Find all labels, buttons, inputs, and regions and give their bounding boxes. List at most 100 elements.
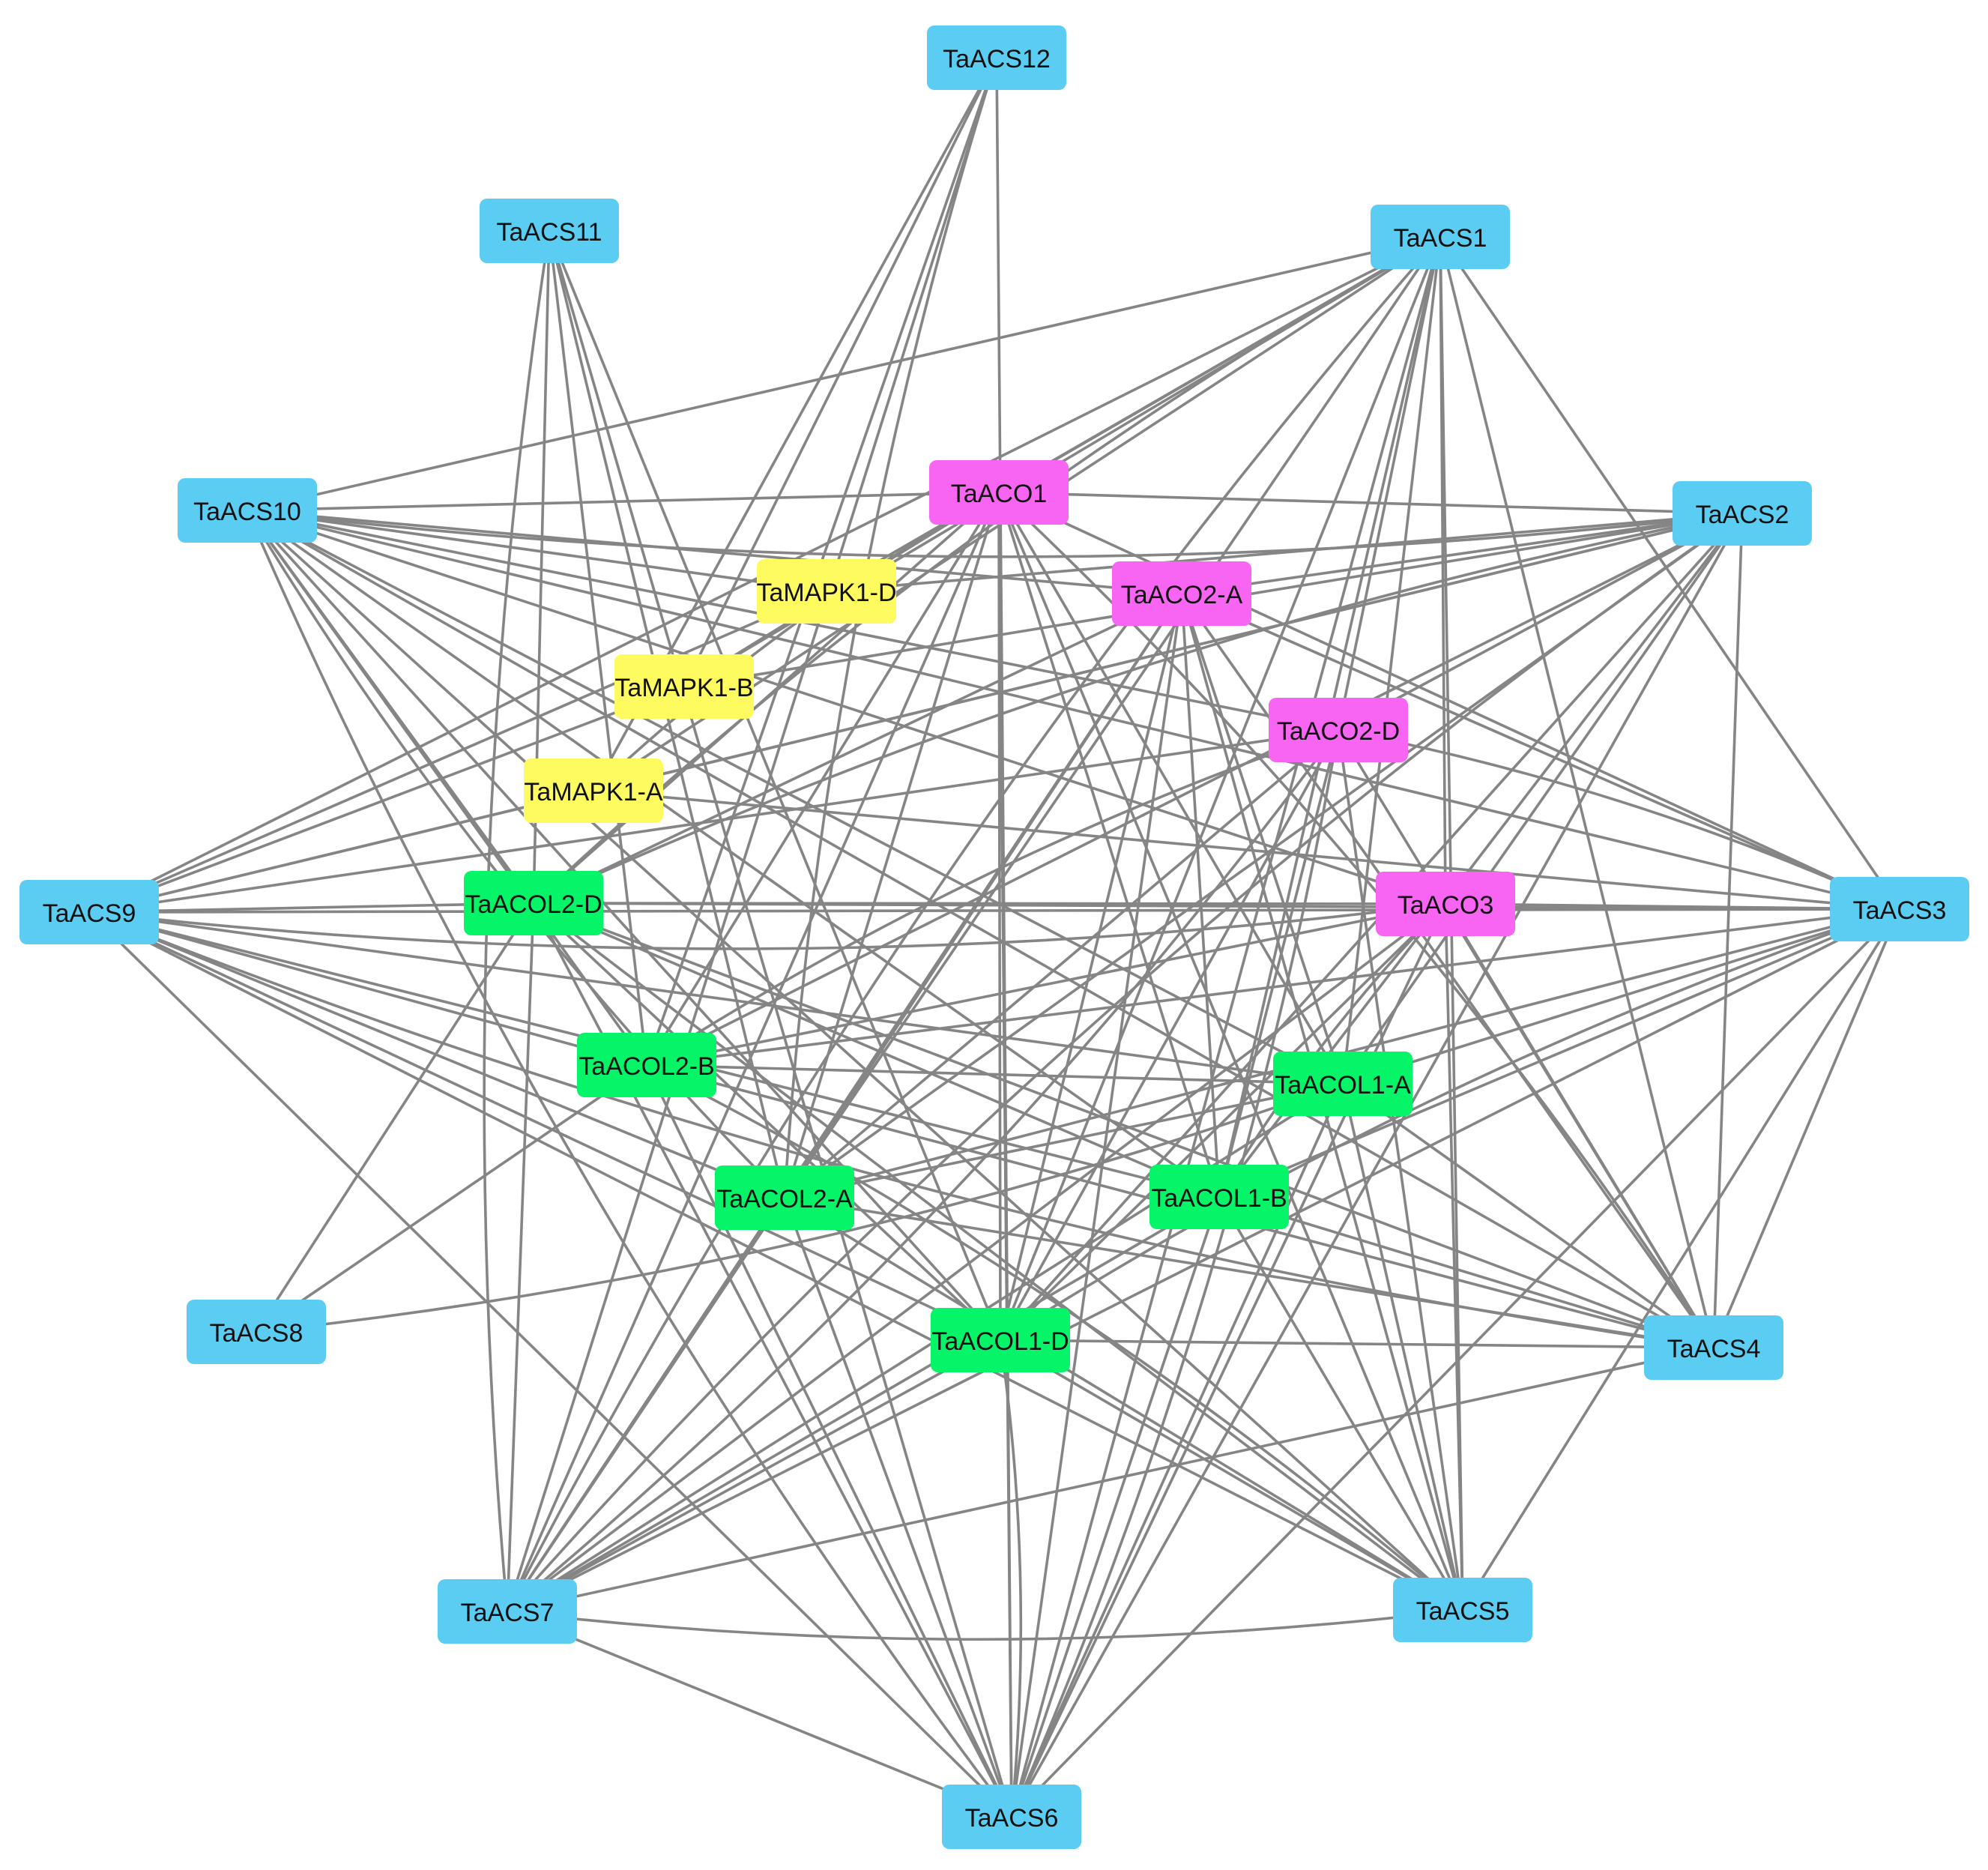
node-taacs12[interactable]: TaACS12 (927, 25, 1066, 90)
edge-taacs9-taacs5 (88, 911, 1463, 1611)
edge-taacs2-taacs7 (506, 512, 1744, 1613)
node-label-taacol1-b: TaACOL1-B (1151, 1184, 1287, 1213)
edge-taacs9-taacol1-a (88, 911, 1344, 1085)
edge-taacs3-taaco2-a (1181, 592, 1900, 911)
edge-taacs6-taacol1-d (999, 1339, 1023, 1818)
edge-taaco2-a-taacol2-d (533, 592, 1182, 905)
node-label-taaco3: TaACO3 (1398, 891, 1494, 920)
edge-taacs5-taaco3 (1444, 903, 1464, 1611)
edge-taacs5-taacol1-a (1341, 1083, 1464, 1611)
edge-taaco1-taacol2-a (783, 492, 1000, 1198)
edge-taaco3-taacol2-d (533, 902, 1446, 905)
node-box-taacs12 (927, 25, 1066, 90)
node-taacol2-a[interactable]: TaACOL2-A (715, 1165, 854, 1230)
edge-taacs6-taacol2-a (783, 1197, 1013, 1818)
node-tamapk1-b[interactable]: TaMAPK1-B (614, 654, 754, 719)
node-taacs8[interactable]: TaACS8 (187, 1300, 326, 1364)
node-taacol2-b[interactable]: TaACOL2-B (577, 1033, 716, 1097)
node-taacs3[interactable]: TaACS3 (1830, 877, 1969, 941)
edge-taacs3-taacol1-d (1000, 908, 1900, 1342)
edge-taacs3-taacol1-a (1342, 908, 1900, 1085)
edge-taacol2-d-taacol1-b (533, 902, 1220, 1198)
edge-taacs1-taacs7 (506, 235, 1442, 1612)
edge-taacs5-taaco2-d (1337, 729, 1464, 1611)
node-label-taacol2-a: TaACOL2-A (716, 1185, 853, 1213)
edge-taaco3-taacol2-b (646, 902, 1446, 1067)
node-tamapk1-d[interactable]: TaMAPK1-D (756, 559, 897, 624)
edge-taacs1-taacs3 (1439, 235, 1901, 911)
edge-taacs3-taacs4 (1712, 908, 1901, 1348)
node-taaco3[interactable]: TaACO3 (1376, 872, 1515, 936)
node-box-taacs8 (187, 1300, 326, 1364)
edge-taacs1-taacs6 (1010, 236, 1442, 1818)
node-box-taacs4 (1644, 1315, 1783, 1380)
edge-taacs7-taaco3 (506, 902, 1447, 1613)
node-taacs5[interactable]: TaACS5 (1393, 1578, 1532, 1642)
node-box-taacs3 (1830, 877, 1969, 941)
node-taacs2[interactable]: TaACS2 (1673, 481, 1812, 546)
edge-taacs7-taaco1 (506, 492, 1000, 1612)
node-box-taacs1 (1371, 205, 1510, 269)
node-taacs1[interactable]: TaACS1 (1371, 205, 1510, 269)
node-taacol1-b[interactable]: TaACOL1-B (1149, 1165, 1289, 1229)
edge-taaco1-taacol2-b (645, 492, 1000, 1066)
edge-taacs2-taaco2-a (1181, 512, 1743, 595)
edge-taacol2-d-taacol1-d (532, 902, 1002, 1342)
edge-taacs3-taacs7 (507, 908, 1900, 1613)
node-label-taacs7: TaACS7 (461, 1599, 555, 1627)
edge-taacs12-tamapk1-b (683, 57, 998, 687)
edge-taacs10-taacol1-d (246, 509, 1002, 1342)
edge-taacs10-taaco3 (247, 509, 1446, 905)
edge-taacs2-taacol1-a (1341, 512, 1744, 1085)
node-label-taacs5: TaACS5 (1416, 1597, 1510, 1626)
node-taaco2-d[interactable]: TaACO2-D (1269, 698, 1408, 762)
node-taacs6[interactable]: TaACS6 (942, 1785, 1081, 1849)
node-taacs7[interactable]: TaACS7 (438, 1579, 577, 1644)
edge-taacs1-taacol1-d (999, 236, 1442, 1341)
edge-taaco2-d-taacol1-d (999, 729, 1340, 1341)
edge-taacs6-taacol2-b (645, 1064, 1013, 1818)
edge-taacs3-taaco2-d (1338, 729, 1900, 911)
edge-taaco3-taacol1-b (1218, 902, 1447, 1198)
edge-taacs2-tamapk1-d (826, 512, 1743, 593)
edge-taacs2-taacol1-d (999, 512, 1744, 1342)
edge-taacs4-taacol1-a (1341, 1082, 1715, 1349)
edge-taacs7-taacol2-a (506, 1196, 786, 1613)
node-label-tamapk1-a: TaMAPK1-A (524, 778, 662, 806)
edge-taacs2-taacs6 (1010, 513, 1744, 1818)
edge-taacs10-taacs4 (247, 509, 1714, 1349)
node-tamapk1-a[interactable]: TaMAPK1-A (524, 758, 663, 823)
node-label-taacs10: TaACS10 (193, 498, 301, 526)
node-taacol1-a[interactable]: TaACOL1-A (1273, 1052, 1413, 1116)
node-box-taaco1 (929, 460, 1069, 525)
edge-taacs5-taaco1 (997, 492, 1464, 1611)
node-label-taacs2: TaACS2 (1696, 501, 1789, 529)
node-taacs10[interactable]: TaACS10 (178, 478, 317, 543)
edge-taacs9-tamapk1-a (88, 789, 594, 914)
edge-taacs2-taaco2-d (1338, 512, 1743, 732)
node-label-taacs11: TaACS11 (496, 218, 602, 247)
node-label-taaco1: TaACO1 (951, 480, 1048, 508)
node-taacol2-d[interactable]: TaACOL2-D (464, 871, 603, 935)
node-box-taaco2-a (1112, 561, 1251, 626)
edge-taacs8-taacol2-b (255, 1064, 648, 1333)
node-taaco1[interactable]: TaACO1 (929, 460, 1069, 525)
edge-taacs10-taacol1-b (246, 509, 1221, 1198)
node-taaco2-a[interactable]: TaACO2-A (1112, 561, 1251, 626)
node-taacol1-d[interactable]: TaACOL1-D (931, 1308, 1070, 1372)
node-taacs4[interactable]: TaACS4 (1644, 1315, 1783, 1380)
node-box-taacol1-d (931, 1308, 1070, 1372)
node-box-taacs6 (942, 1785, 1081, 1849)
node-taacs9[interactable]: TaACS9 (19, 880, 159, 944)
edge-taacol2-a-taacol1-a (784, 1082, 1344, 1199)
edge-taacs7-taaco2-d (506, 729, 1340, 1613)
node-box-tamapk1-d (757, 559, 896, 624)
edge-taacs4-taacs7 (507, 1346, 1714, 1613)
node-box-taacol2-a (715, 1165, 854, 1230)
node-box-taacs9 (19, 880, 159, 944)
node-label-taaco2-a: TaACO2-A (1121, 581, 1243, 609)
node-taacs11[interactable]: TaACS11 (480, 199, 619, 263)
edge-layer (88, 57, 1901, 1818)
